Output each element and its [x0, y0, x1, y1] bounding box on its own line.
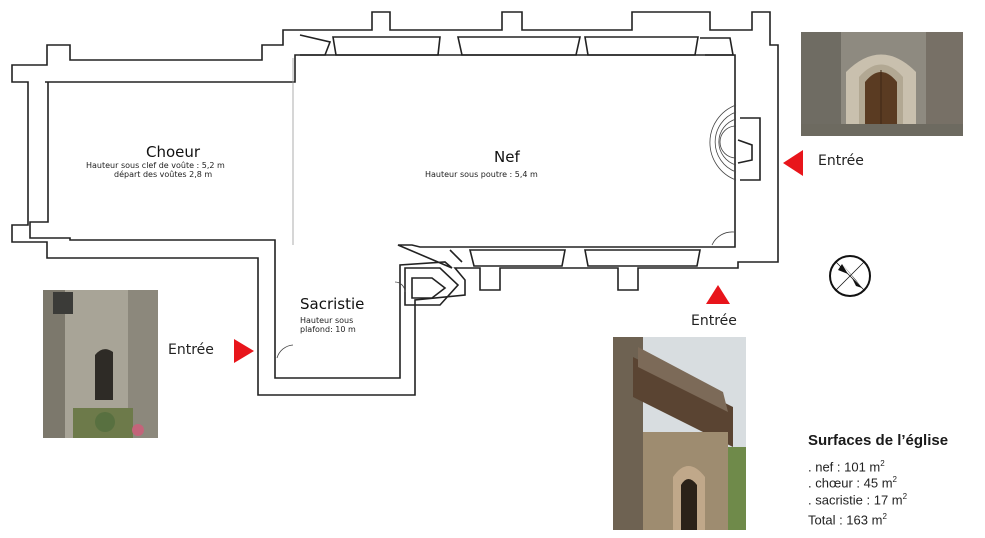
legend-item-choeur: . chœur : 45 m2: [808, 475, 897, 491]
legend-title: Surfaces de l’église: [808, 432, 949, 449]
outer-wall: [11, 11, 779, 396]
room-sub-sacristie-1: Hauteur sous: [300, 316, 354, 325]
room-sub-nef-1: Hauteur sous poutre : 5,4 m: [425, 170, 538, 179]
entrance-sacristie-arrow: [234, 339, 254, 363]
room-title-choeur: Choeur: [146, 143, 201, 161]
photo-south-entrance: [613, 337, 746, 530]
room-title-nef: Nef: [494, 148, 520, 166]
entrance-south-label: Entrée: [691, 313, 737, 329]
room-sub-choeur-2: départ des voûtes 2,8 m: [114, 170, 213, 179]
photo-sacristie-entrance: [43, 290, 158, 438]
entrance-sacristie-label: Entrée: [168, 342, 214, 358]
legend-item-nef: . nef : 101 m2: [808, 459, 885, 475]
room-sub-sacristie-2: plafond: 10 m: [300, 325, 356, 334]
compass-icon: [829, 255, 871, 297]
entrance-east-arrow: [783, 150, 803, 176]
room-sub-choeur-1: Hauteur sous clef de voûte : 5,2 m: [86, 161, 225, 170]
photo-east-entrance: [801, 32, 963, 136]
room-title-sacristie: Sacristie: [300, 295, 365, 313]
entrance-east-label: Entrée: [818, 153, 864, 169]
legend-total: Total : 163 m2: [808, 511, 887, 528]
surfaces-legend: Surfaces de l’église . nef : 101 m2 . ch…: [808, 432, 948, 527]
legend-item-sacristie: . sacristie : 17 m2: [808, 491, 908, 507]
entrance-south-arrow: [706, 285, 730, 304]
